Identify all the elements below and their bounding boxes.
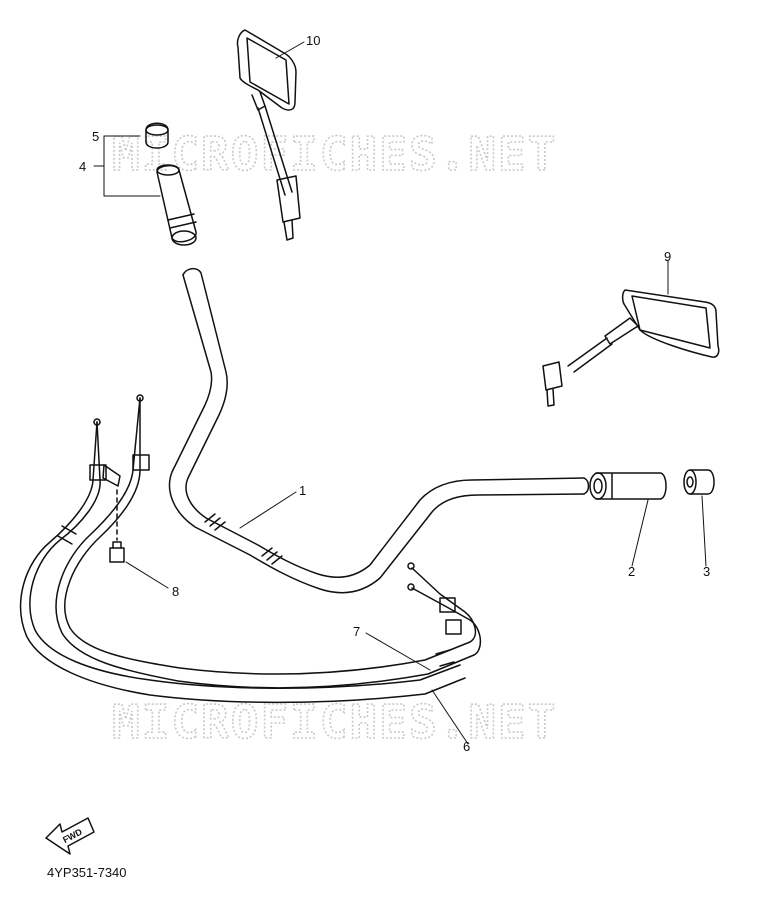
callout-4: 4 bbox=[79, 159, 86, 174]
watermark-top: MICROFICHES.NET bbox=[112, 127, 557, 181]
callout-1: 1 bbox=[299, 483, 306, 498]
diagram-code: 4YP351-7340 bbox=[47, 865, 127, 880]
handlebar bbox=[168, 267, 590, 594]
callout-10: 10 bbox=[306, 33, 320, 48]
callout-8: 8 bbox=[172, 584, 179, 599]
leader-lines bbox=[93, 41, 707, 745]
throttle-cables bbox=[19, 394, 482, 704]
right-mirror bbox=[542, 289, 720, 407]
callout-5: 5 bbox=[92, 129, 99, 144]
callout-3: 3 bbox=[703, 564, 710, 579]
right-grip bbox=[589, 472, 667, 500]
callout-2: 2 bbox=[628, 564, 635, 579]
fwd-arrow-icon bbox=[45, 817, 95, 855]
watermark-bottom: MICROFICHES.NET bbox=[112, 695, 557, 749]
callout-6: 6 bbox=[463, 739, 470, 754]
cable-holder-bolt bbox=[102, 464, 125, 563]
callout-9: 9 bbox=[664, 249, 671, 264]
left-grip-assembly bbox=[145, 122, 197, 246]
grip-end bbox=[683, 469, 715, 495]
callout-7: 7 bbox=[353, 624, 360, 639]
left-mirror bbox=[236, 29, 301, 241]
fwd-label: FWD bbox=[61, 826, 84, 845]
